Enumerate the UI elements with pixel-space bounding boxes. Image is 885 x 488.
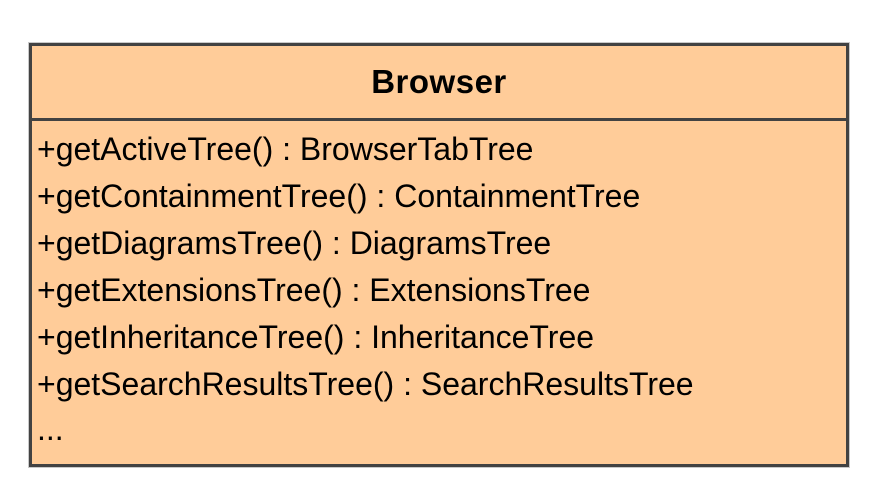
operations-compartment: +getActiveTree() : BrowserTabTree +getCo… xyxy=(32,121,846,450)
class-name-compartment: Browser xyxy=(32,46,846,121)
class-name: Browser xyxy=(371,63,507,100)
operation-getExtensionsTree: +getExtensionsTree() : ExtensionsTree xyxy=(37,272,591,308)
operation-getDiagramsTree: +getDiagramsTree() : DiagramsTree xyxy=(37,225,552,261)
operation-getContainmentTree: +getContainmentTree() : ContainmentTree xyxy=(37,178,641,214)
uml-class-browser[interactable]: Browser +getActiveTree() : BrowserTabTre… xyxy=(29,43,849,467)
operation-getActiveTree: +getActiveTree() : BrowserTabTree xyxy=(37,131,534,167)
operation-getSearchResultsTree: +getSearchResultsTree() : SearchResultsT… xyxy=(37,366,694,402)
operation-getInheritanceTree: +getInheritanceTree() : InheritanceTree xyxy=(37,319,595,355)
operations-ellipsis: ... xyxy=(37,411,64,447)
